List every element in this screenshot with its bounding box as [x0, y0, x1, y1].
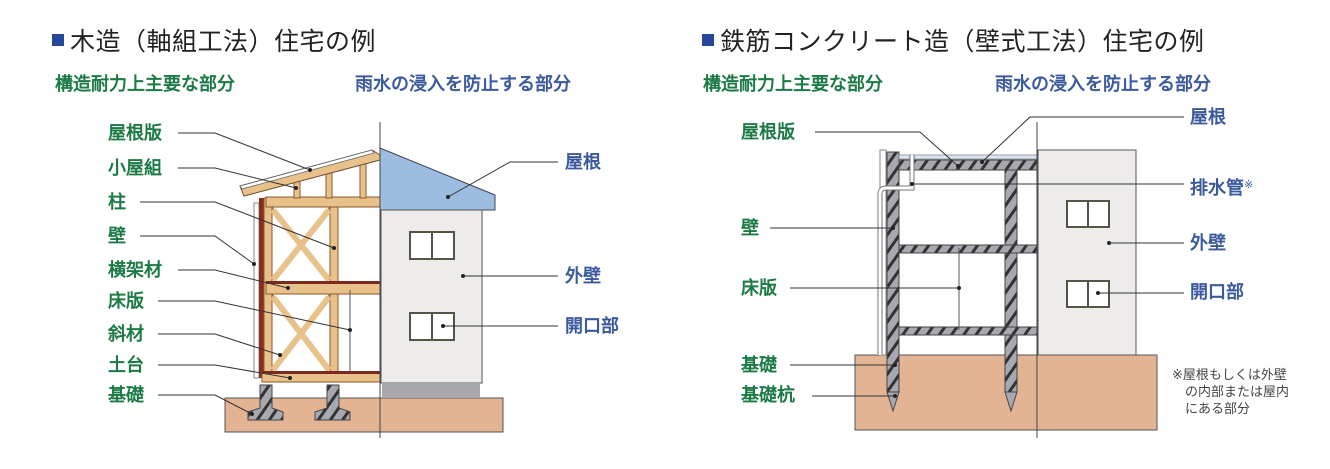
wood-label-foundation: 基礎	[108, 385, 144, 406]
wood-label-column: 柱	[108, 192, 126, 213]
wood-label-roof-slab: 屋根版	[108, 123, 162, 144]
wood-label-brace: 斜材	[108, 324, 144, 345]
wood-leader-dots	[250, 168, 465, 416]
footnote-line: ※屋根もしくは外壁	[1172, 368, 1287, 383]
rc-label-floor-slab: 床版	[741, 278, 777, 299]
rc-floor-slab	[898, 326, 1038, 336]
rc-panel-title: 鉄筋コンクリート造（壁式工法）住宅の例	[702, 22, 1205, 58]
rc-inner-wall	[1004, 169, 1018, 393]
rc-label-drain-pipe: 排水管※	[1190, 174, 1253, 200]
rc-label-pile: 基礎杭	[741, 385, 795, 406]
rc-roof-slab	[898, 159, 1038, 171]
rc-structural-heading: 構造耐力上主要な部分	[703, 74, 883, 95]
title-square-icon	[52, 34, 64, 46]
rc-rain-heading: 雨水の浸入を防止する部分	[995, 74, 1211, 95]
wood-label-roof-truss: 小屋組	[108, 158, 162, 179]
rc-exterior-wall	[1037, 149, 1137, 356]
rc-label-opening: 開口部	[1190, 282, 1244, 303]
title-square-icon	[702, 34, 714, 46]
wood-panel-title: 木造（軸組工法）住宅の例	[52, 22, 376, 58]
wood-wall-panel	[259, 198, 264, 378]
wood-label-floor-slab: 床版	[108, 291, 144, 312]
rc-label-wall: 壁	[741, 218, 759, 239]
wood-label-wall: 壁	[108, 226, 126, 247]
rc-floor-slab	[898, 244, 1038, 254]
wood-rain-heading: 雨水の浸入を防止する部分	[355, 74, 571, 95]
wood-footing	[247, 384, 351, 421]
footnote: ※屋根もしくは外壁 の内部または屋内 にある部分	[1172, 367, 1289, 418]
wood-foundation-skirt	[382, 383, 480, 398]
wood-roof	[379, 147, 496, 211]
rc-label-exterior-wall: 外壁	[1190, 233, 1226, 254]
wood-sill-edge	[262, 371, 380, 374]
wood-title-text: 木造（軸組工法）住宅の例	[70, 27, 377, 56]
footnote-line: にある部分	[1185, 402, 1251, 417]
wood-leader-lines	[140, 132, 558, 415]
rc-drain-pipe-text: 排水管	[1190, 178, 1244, 199]
wood-beam-edge	[266, 281, 380, 284]
wood-house-illustration	[224, 122, 504, 438]
rc-roof	[898, 154, 1038, 160]
rc-title-text: 鉄筋コンクリート造（壁式工法）住宅の例	[720, 27, 1205, 56]
rc-house-illustration	[854, 122, 1158, 438]
rc-pile-tip	[1004, 391, 1018, 413]
rc-leader-lines	[770, 116, 1184, 397]
footnote-line: の内部または屋内	[1185, 385, 1290, 400]
wood-structural-heading: 構造耐力上主要な部分	[55, 74, 235, 95]
rc-label-roof: 屋根	[1190, 107, 1226, 128]
rc-leader-dots	[891, 160, 1111, 398]
wood-label-exterior-wall: 外壁	[565, 266, 601, 287]
wood-label-opening: 開口部	[565, 316, 619, 337]
wood-sheathing	[253, 202, 260, 379]
wood-label-sill: 土台	[108, 355, 144, 376]
wood-braces	[270, 208, 332, 372]
rc-window	[1066, 200, 1110, 308]
wood-label-beam: 横架材	[108, 260, 162, 281]
rc-label-foundation: 基礎	[741, 355, 777, 376]
rc-label-roof-slab: 屋根版	[741, 122, 795, 143]
reference-mark: ※	[1244, 178, 1254, 191]
wood-label-roof: 屋根	[565, 152, 601, 173]
wood-window	[409, 231, 455, 341]
